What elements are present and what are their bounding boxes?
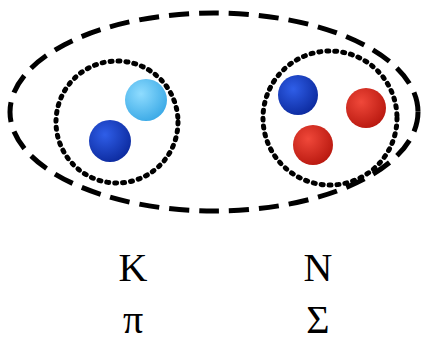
quark-ball [125,79,167,121]
particle-label: π [123,300,143,340]
meson-outline [56,61,178,183]
quark-ball [346,88,386,128]
baryon-outline [263,51,397,185]
quark-ball [278,75,318,115]
molecule-outline [10,13,418,211]
quark-ball [89,120,131,162]
particle-label: N [304,248,333,288]
quark-ball [293,125,333,165]
particle-label: K [119,248,148,288]
particle-label: Σ [306,300,329,340]
